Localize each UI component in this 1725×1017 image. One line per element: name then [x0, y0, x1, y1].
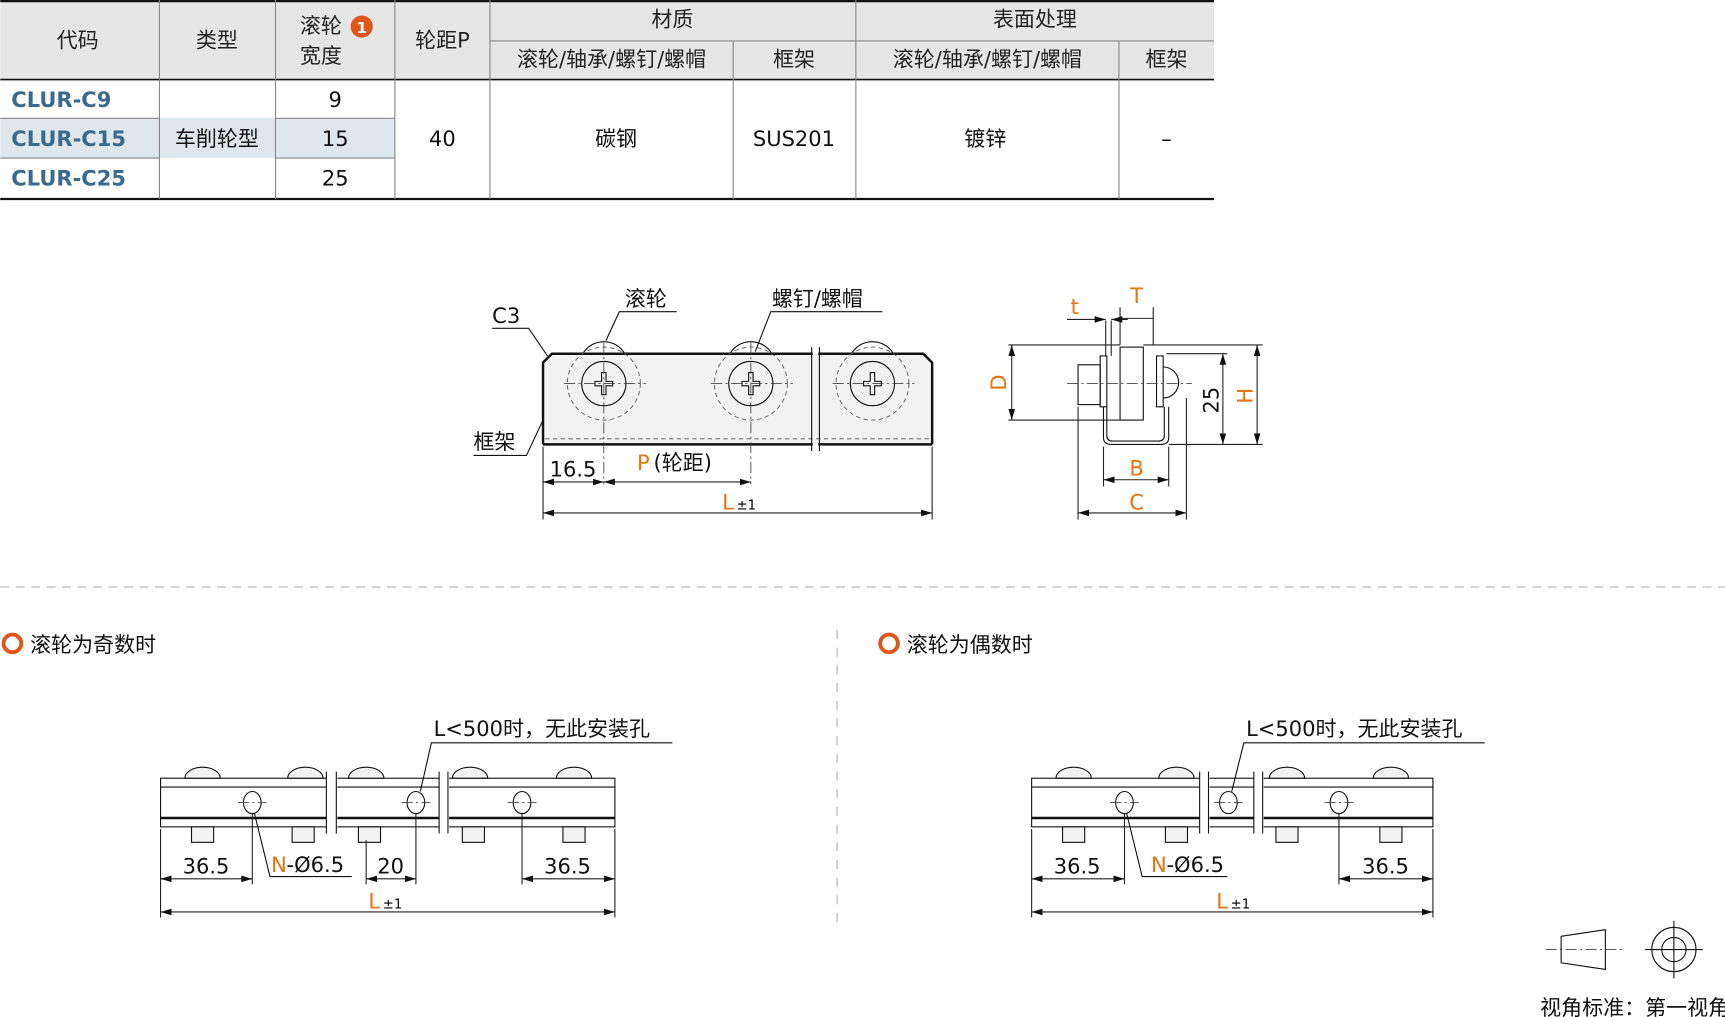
row-highlight	[0, 118, 160, 159]
header-width-2: 宽度	[300, 44, 342, 68]
table-header-bg	[0, 0, 1215, 80]
dim-right: 36.5	[1362, 854, 1409, 878]
section-bullet-icon	[878, 632, 900, 655]
dim-d: D	[987, 374, 1011, 390]
row-highlight	[159, 118, 276, 159]
dim-p-letter: P	[637, 451, 650, 475]
material-frame: SUS201	[753, 127, 835, 151]
mount-hole-note: L<500时，无此安装孔	[1246, 717, 1462, 741]
dim-l-tol: ±1	[383, 898, 403, 913]
header-type: 类型	[196, 29, 238, 53]
row-highlight	[275, 118, 395, 159]
section-title: 滚轮为偶数时	[907, 633, 1033, 657]
note-badge-number: 1	[356, 19, 367, 37]
label-frame: 框架	[473, 430, 515, 454]
dim-left: 36.5	[1054, 854, 1101, 878]
projection-label: 视角标准：第一视角	[1540, 996, 1725, 1017]
header-code: 代码	[57, 29, 99, 53]
dim-16-5: 16.5	[550, 457, 597, 481]
dim-l-letter: L	[368, 890, 380, 914]
subheader-frame: 框架	[1145, 47, 1187, 71]
roller-width: 25	[322, 167, 349, 191]
dim-hole: -Ø6.5	[287, 853, 345, 877]
dim-20: 20	[377, 854, 404, 878]
subheader-roller: 滚轮/轴承/螺钉/螺帽	[517, 47, 706, 71]
dim-n-letter: N	[1151, 853, 1167, 877]
odd-roller-section: 滚轮为奇数时 L<500时，无此安装孔 36.5 N -Ø6.5 20 36.5…	[1, 632, 673, 918]
dim-b: B	[1129, 456, 1143, 480]
dim-h: H	[1234, 388, 1258, 404]
mount-hole-note: L<500时，无此安装孔	[434, 717, 650, 741]
dim-n-letter: N	[271, 853, 287, 877]
dim-l-tol: ±1	[1231, 898, 1251, 913]
front-view: C3 滚轮 螺钉/螺帽 框架 16.5 P (轮距) L ±1	[473, 287, 934, 520]
surface-roller: 镀锌	[964, 127, 1006, 151]
dim-right: 36.5	[544, 854, 591, 878]
header-pitch: 轮距P	[415, 29, 470, 53]
label-roller: 滚轮	[625, 287, 667, 311]
dim-c: C	[1129, 491, 1144, 515]
dim-l-letter: L	[722, 491, 734, 515]
dim-hole: -Ø6.5	[1166, 853, 1224, 877]
header-material: 材质	[651, 8, 693, 32]
part-code[interactable]: CLUR-C9	[11, 88, 111, 112]
dim-t-small: t	[1071, 295, 1079, 319]
type-value: 车削轮型	[175, 127, 259, 151]
dim-25: 25	[1199, 387, 1223, 414]
pitch-value: 40	[429, 127, 456, 151]
surface-frame: –	[1161, 127, 1172, 151]
spec-table: 代码 类型 滚轮 1 宽度 轮距P 材质 表面处理 滚轮/轴承/螺钉/螺帽 框架…	[0, 0, 1215, 201]
roller-width: 9	[329, 88, 342, 112]
dim-l-tol: ±1	[736, 499, 756, 514]
side-view: D 25 H T t B C	[987, 284, 1263, 520]
label-c3: C3	[492, 304, 520, 328]
dim-left: 36.5	[183, 854, 230, 878]
part-code[interactable]: CLUR-C15	[11, 127, 126, 151]
section-title: 滚轮为奇数时	[30, 633, 156, 657]
header-surface: 表面处理	[993, 8, 1077, 32]
material-roller: 碳钢	[595, 127, 637, 151]
dim-p-text: (轮距)	[654, 451, 712, 475]
dim-l-letter: L	[1216, 890, 1228, 914]
even-roller-section: 滚轮为偶数时 L<500时，无此安装孔 36.5 N -Ø6.5 36.5 L …	[878, 632, 1485, 918]
part-code[interactable]: CLUR-C25	[11, 167, 126, 191]
dim-t-big: T	[1129, 284, 1143, 308]
subheader-frame: 框架	[773, 47, 815, 71]
first-angle-projection-icon	[1545, 920, 1703, 979]
subheader-roller: 滚轮/轴承/螺钉/螺帽	[893, 47, 1082, 71]
note-badge-icon	[350, 15, 373, 38]
header-width: 滚轮	[300, 14, 342, 38]
section-bullet-icon	[1, 632, 24, 655]
label-screw-nut: 螺钉/螺帽	[772, 287, 863, 311]
roller-width: 15	[322, 127, 349, 151]
